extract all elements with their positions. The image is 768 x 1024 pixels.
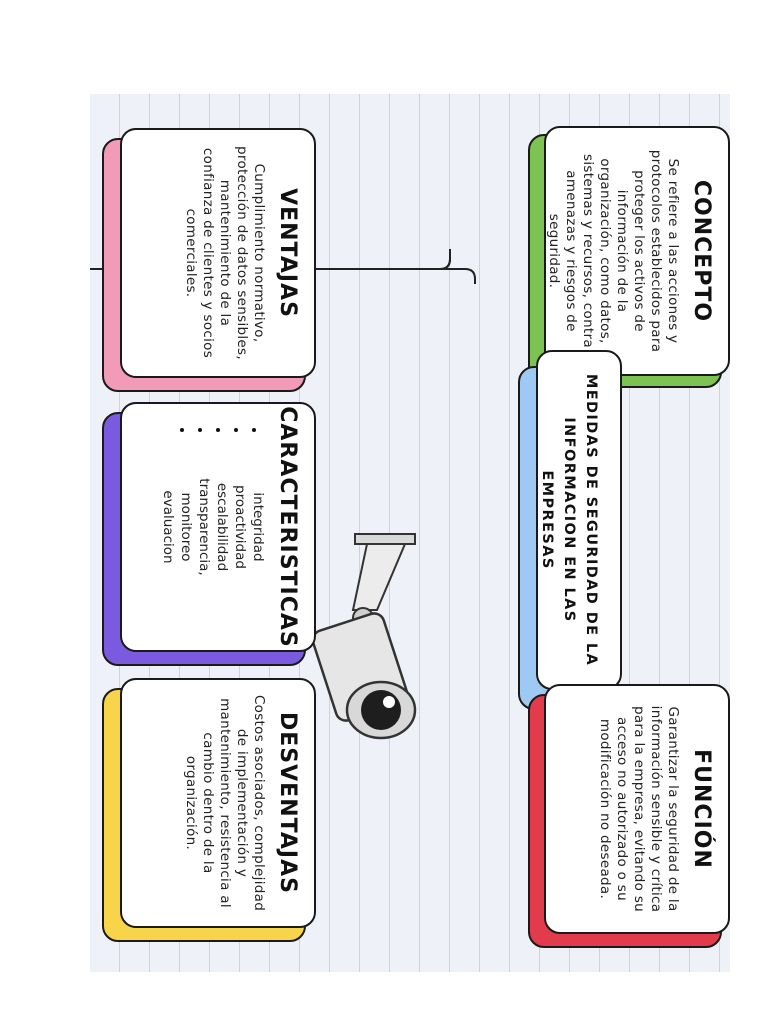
list-item: monitoreo (178, 492, 194, 562)
caracteristicas-card: CARACTERISTICAS integridad proactividad … (120, 402, 316, 652)
ventajas-title: VENTAJAS (275, 188, 300, 318)
list-item: integridad (250, 492, 266, 562)
list-item: transparencia, (196, 478, 212, 576)
concepto-title: CONCEPTO (689, 179, 714, 323)
funcion-text: Garantizar la seguridad de la informació… (597, 705, 681, 913)
connector-bottom-line (195, 249, 451, 270)
caracteristicas-title: CARACTERISTICAS (275, 406, 300, 648)
ventajas-text: Cumplimiento normativo, protección de da… (183, 146, 267, 360)
list-item: proactividad (232, 485, 248, 569)
diagram-canvas: CONCEPTO Se refiere a las acciones y pro… (90, 94, 730, 972)
main-title-card: MEDIDAS DE SEGURIDAD DE LA INFORMACION E… (536, 350, 622, 690)
caracteristicas-list: integridad proactividad escalabilidad tr… (159, 404, 267, 650)
concepto-text: Se refiere a las acciones y protocolos e… (546, 149, 681, 353)
desventajas-text: Costos asociados, complejidad de impleme… (183, 694, 267, 912)
list-item: escalabilidad (214, 482, 230, 572)
concepto-card: CONCEPTO Se refiere a las acciones y pro… (544, 126, 730, 376)
funcion-title: FUNCIÓN (689, 749, 714, 869)
ventajas-card: VENTAJAS Cumplimiento normativo, protecc… (120, 128, 316, 378)
security-camera-icon (311, 533, 417, 740)
funcion-card: FUNCIÓN Garantizar la seguridad de la in… (544, 684, 730, 934)
desventajas-card: DESVENTAJAS Costos asociados, complejida… (120, 678, 316, 928)
main-title: MEDIDAS DE SEGURIDAD DE LA INFORMACION E… (539, 373, 599, 667)
desventajas-title: DESVENTAJAS (275, 712, 300, 894)
list-item: evaluacion (160, 490, 176, 564)
notebook-sheet: CONCEPTO Se refiere a las acciones y pro… (90, 94, 730, 972)
